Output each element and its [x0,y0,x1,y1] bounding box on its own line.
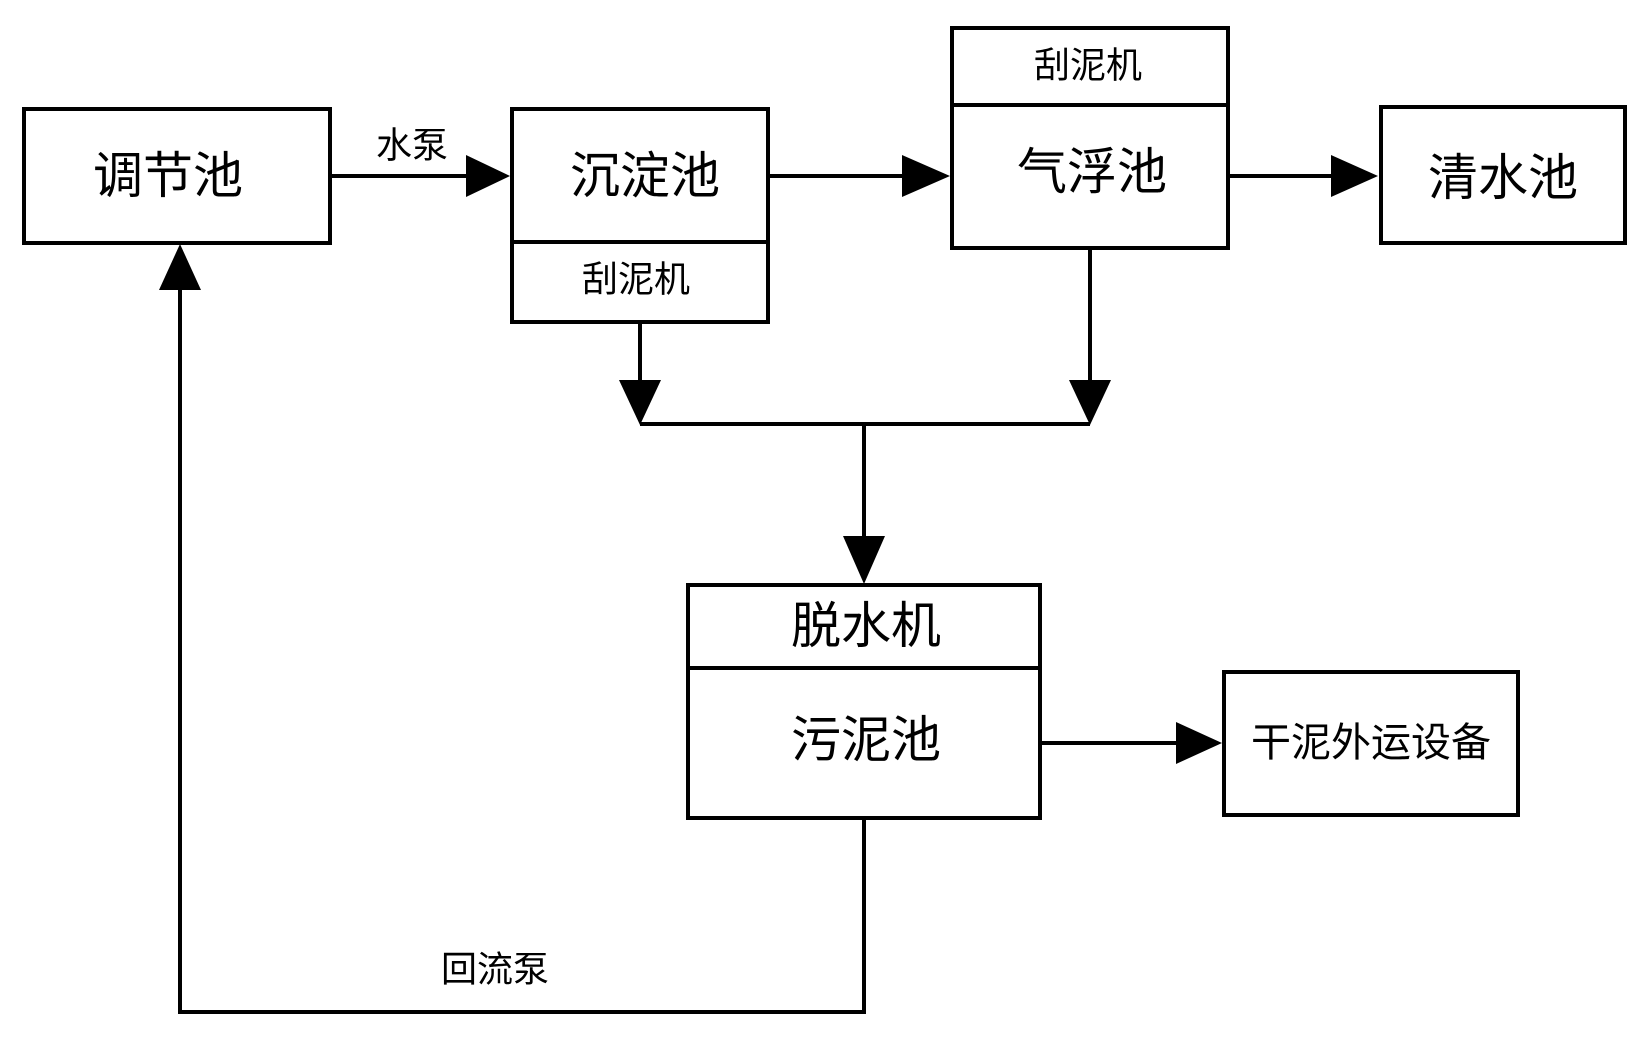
arrowhead-to-dewatering [843,536,885,584]
arrowhead-sedimentation-down [619,380,661,425]
node-sludge-tank-label: 污泥池 [791,711,941,769]
node-air-flotation-tank-label: 气浮池 [1017,143,1167,201]
node-regulating-tank-label: 调节池 [93,147,243,205]
edge-label-water-pump: 水泵 [376,126,448,167]
node-dry-sludge-transport-label: 干泥外运设备 [1251,720,1491,766]
node-flotation-scraper-label: 刮泥机 [1034,46,1142,87]
arrowhead-to-sedimentation [466,155,510,197]
edge-label-return-pump: 回流泵 [441,950,549,991]
arrowhead-to-transport [1176,722,1222,764]
node-sedimentation-tank: 沉淀池 刮泥机 [510,107,770,324]
edge-return-flow [178,286,866,1014]
node-dry-sludge-transport: 干泥外运设备 [1222,670,1520,817]
arrowhead-to-flotation [902,155,950,197]
node-air-flotation-tank: 刮泥机 气浮池 [950,26,1230,250]
node-sedimentation-scraper-label: 刮泥机 [582,260,690,301]
node-dewatering-machine-label: 脱水机 [791,597,941,655]
arrowhead-to-regulating [159,244,201,290]
arrowhead-to-clear-water [1331,155,1378,197]
node-clear-water-tank: 清水池 [1379,105,1627,245]
arrowhead-flotation-down [1069,380,1111,425]
node-sedimentation-tank-label: 沉淀池 [570,147,720,205]
node-clear-water-tank-label: 清水池 [1428,149,1578,207]
node-sludge-tank: 脱水机 污泥池 [686,583,1042,820]
node-regulating-tank: 调节池 [22,107,332,245]
